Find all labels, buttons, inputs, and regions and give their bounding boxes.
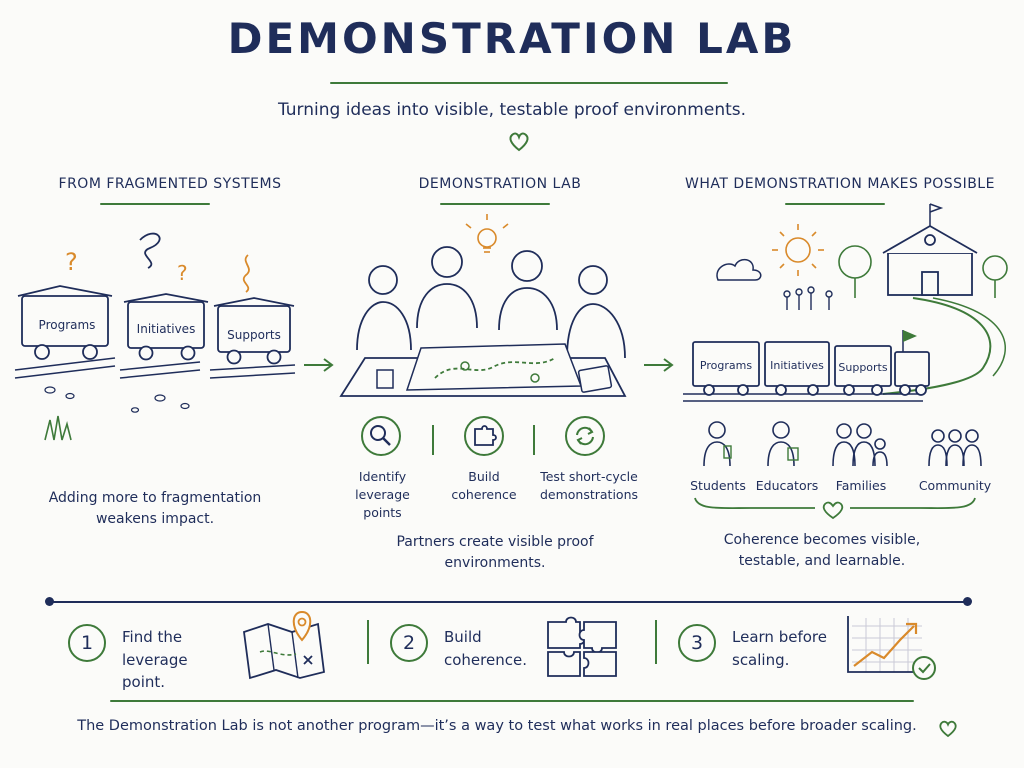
action-label: Test short-cycle demonstrations (539, 469, 639, 503)
group-label: Community (918, 478, 992, 493)
magnifier-icon (361, 416, 401, 456)
left-car-label: Supports (227, 328, 281, 342)
page-subtitle: Turning ideas into visible, testable pro… (277, 100, 747, 120)
step-text: Build coherence. (444, 628, 527, 669)
growth-chart-icon (847, 616, 936, 680)
cycle-icon (565, 416, 605, 456)
arrow-right-icon (304, 358, 334, 372)
right-heading: WHAT DEMONSTRATION MAKES POSSIBLE (685, 176, 995, 192)
family-icon (832, 423, 888, 467)
center-heading: DEMONSTRATION LAB (418, 176, 582, 192)
right-heading-underline (785, 203, 885, 205)
heart-icon (509, 132, 529, 152)
right-car-label: Initiatives (770, 359, 824, 372)
footer-text: The Demonstration Lab is not another pro… (77, 718, 917, 734)
group-label: Students (690, 478, 746, 493)
step-divider (655, 620, 657, 664)
action-label: Identify leverage points (355, 469, 410, 521)
group-label: Families (835, 478, 887, 493)
divider (432, 425, 434, 455)
fragmented-train-illustration: ? ? (14, 232, 296, 441)
coherent-train-illustration (683, 203, 1008, 402)
right-car-label: Supports (838, 361, 888, 374)
step-number: 3 (678, 624, 716, 662)
map-icon (243, 610, 325, 680)
step-divider (367, 620, 369, 664)
divider (533, 425, 535, 455)
title-underline (330, 82, 728, 84)
footer-rule (110, 700, 914, 702)
bracket-heart-icon (694, 497, 976, 520)
right-car-label: Programs (699, 359, 753, 372)
page-title: DEMONSTRATION LAB (227, 14, 797, 63)
arrow-right-icon (644, 358, 674, 372)
center-caption: Partners create visible proof environmen… (396, 534, 594, 571)
step-text: Learn before scaling. (732, 628, 827, 669)
svg-text:?: ? (65, 248, 78, 276)
left-heading-underline (100, 203, 210, 205)
svg-text:?: ? (177, 261, 188, 285)
divider-dot (963, 597, 972, 606)
student-icon (703, 421, 732, 467)
section-divider (50, 601, 968, 603)
step-number: 2 (390, 624, 428, 662)
collaboration-illustration (339, 214, 627, 397)
left-car-label: Initiatives (136, 322, 196, 336)
action-label: Build coherence (451, 469, 517, 503)
group-label: Educators (755, 478, 819, 493)
left-caption: Adding more to fragmentation weakens imp… (48, 490, 262, 527)
left-car-label: Programs (38, 318, 96, 332)
heart-icon (939, 720, 957, 738)
educator-icon (767, 421, 799, 467)
community-icon (928, 429, 982, 467)
puzzle-icon (464, 416, 504, 456)
step-number: 1 (68, 624, 106, 662)
puzzle-icon (547, 616, 617, 677)
divider-dot (45, 597, 54, 606)
left-heading: FROM FRAGMENTED SYSTEMS (58, 176, 282, 192)
center-heading-underline (440, 203, 550, 205)
right-caption: Coherence becomes visible, testable, and… (723, 532, 921, 569)
step-text: Find the leverage point. (122, 628, 188, 691)
